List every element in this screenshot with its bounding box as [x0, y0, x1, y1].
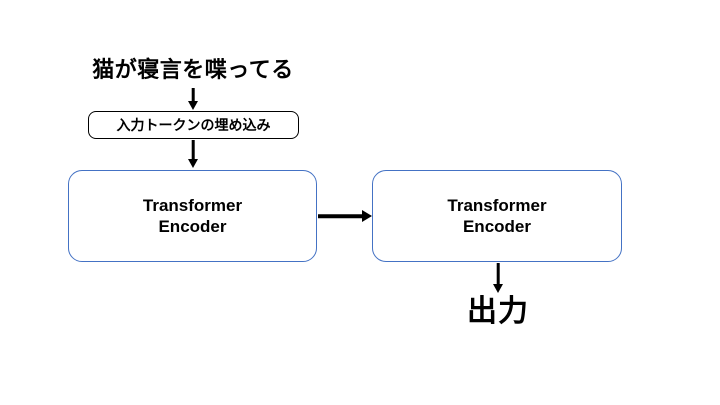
encoder-box-2: Transformer Encoder [372, 170, 622, 262]
arrow-shaft [318, 214, 363, 218]
encoder-box-1: Transformer Encoder [68, 170, 317, 262]
embedding-box: 入力トークンの埋め込み [88, 111, 299, 139]
embedding-box-label: 入力トークンの埋め込み [116, 117, 271, 133]
arrow-encoder1-to-encoder2 [318, 209, 372, 223]
arrow-input-to-embedding [187, 88, 199, 110]
output-label: 出力 [467, 295, 529, 328]
arrow-embedding-to-encoder1 [187, 140, 199, 168]
arrowhead-down-icon [188, 101, 198, 110]
arrow-shaft [191, 140, 195, 159]
arrowhead-down-icon [493, 284, 503, 293]
encoder-box-2-label: Transformer Encoder [447, 196, 547, 236]
arrow-encoder2-to-output [492, 263, 504, 293]
arrowhead-down-icon [188, 159, 198, 168]
arrowhead-right-icon [362, 210, 372, 222]
input-sentence-label: 猫が寝言を喋ってる [92, 57, 294, 82]
encoder-box-1-label: Transformer Encoder [142, 196, 243, 236]
arrow-shaft [496, 263, 500, 284]
arrow-shaft [191, 88, 195, 101]
